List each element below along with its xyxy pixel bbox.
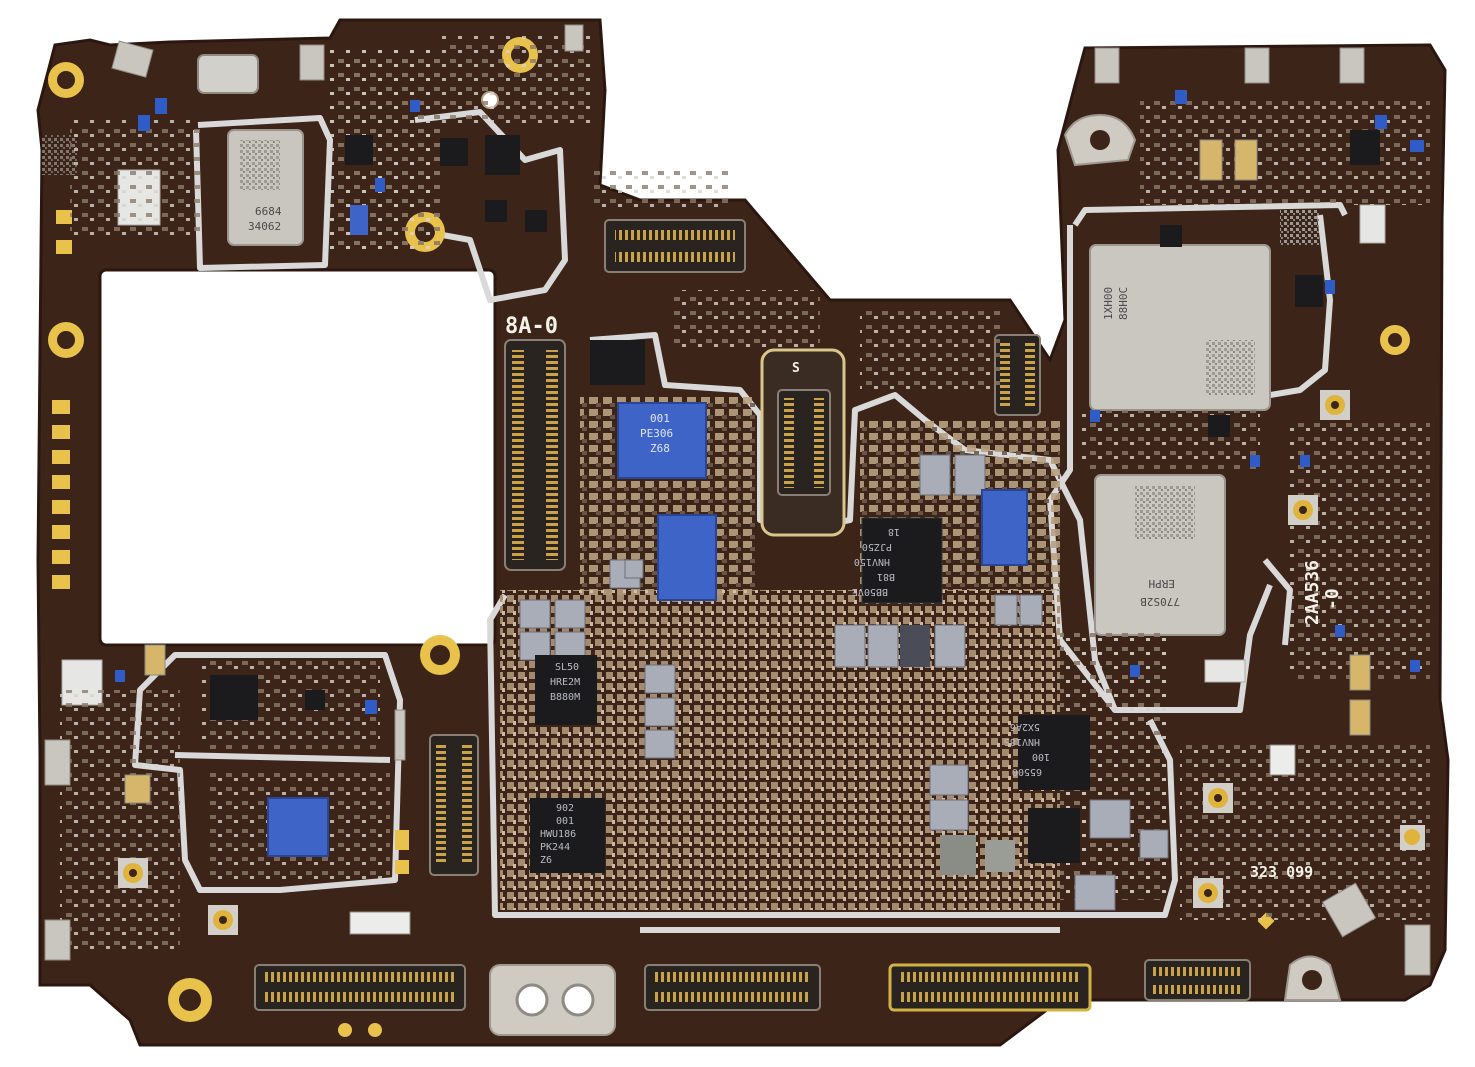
chip-marking: HNV18S (1004, 736, 1040, 747)
connector-s: S (760, 348, 846, 537)
connector-vertical-left (504, 339, 566, 571)
crystal-can (197, 54, 259, 94)
chip-marking: Z68 (650, 442, 670, 455)
chip-marking: HWU186 (540, 829, 576, 840)
chip-marking: 100 (1032, 751, 1050, 762)
shield-module-right-mid: ERPH 770S2B (1094, 474, 1226, 636)
chip-pe306: 001 PE306 Z68 (617, 402, 707, 479)
blue-chip (267, 797, 329, 857)
black-chips-misc (210, 130, 1380, 863)
connector-vertical-lower-left (429, 734, 479, 876)
chip-marking: PE306 (640, 427, 673, 440)
chip-marking: Z6 (540, 855, 552, 866)
chip-hwu186: 902 001 HWU186 PK244 Z6 (530, 798, 605, 873)
shield-module-top-right: 1XH00 88H0C (1089, 244, 1271, 411)
chip-marking: 001 (650, 412, 670, 425)
connector-bottom-1 (254, 964, 466, 1011)
connector-label: S (792, 361, 800, 376)
dark-inductor (985, 840, 1015, 872)
connector-top-center (604, 219, 746, 273)
shield-marking: 34062 (248, 220, 281, 233)
white-component (1204, 659, 1246, 683)
chip-center: 18 PJZ50 HNV150 B81 BB50VE (852, 517, 943, 604)
silkscreen-label-2aa536: 2AA536 (1302, 560, 1323, 625)
chip-marking: 902 (556, 803, 574, 814)
rf-connectors (118, 390, 1425, 935)
chip-marking: 18 (888, 526, 900, 537)
shield-marking: ERPH (1149, 577, 1176, 590)
board-cutout (98, 268, 497, 647)
chip-marking: SL50 (555, 662, 579, 673)
connector-bottom-2 (644, 964, 821, 1011)
chip-marking: HRE2M (550, 677, 580, 688)
blue-chip (657, 514, 717, 601)
chip-marking: B880M (550, 692, 580, 703)
shield-marking: 770S2B (1140, 595, 1180, 608)
shield-marking: 88H0C (1117, 287, 1130, 320)
chip-marking: PK244 (540, 842, 570, 853)
chip-left-mid: SL50 HRE2M B880M (535, 655, 597, 725)
mounting-hole (338, 1023, 352, 1037)
mounting-hole (303, 13, 317, 27)
qr-label (1280, 210, 1320, 245)
dark-inductor (940, 835, 976, 875)
chip-marking: 5X2A6 (1010, 721, 1040, 732)
blue-chip (981, 489, 1028, 566)
chip-marking: BB50VE (852, 586, 888, 597)
silkscreen-label-323: 323 099 (1250, 863, 1313, 881)
connector-bottom-4 (1144, 959, 1251, 1001)
dark-inductor (900, 625, 930, 667)
silkscreen-label-8a0: 8A-0 (505, 314, 558, 339)
blue-passives (115, 90, 1424, 714)
bracket-bottom-center (489, 964, 616, 1036)
inductors (519, 454, 1169, 911)
silver-brackets (489, 113, 1342, 1036)
silkscreen-label-2aa536-suffix: -0 (1322, 588, 1343, 610)
spring-contacts (44, 24, 1431, 976)
connector-small-right (994, 334, 1041, 416)
chip-marking: 001 (556, 816, 574, 827)
chip-marking: 65500 (1012, 766, 1042, 777)
connector-bottom-3 (888, 963, 1092, 1012)
chip-right-low: 5X2A6 HNV18S 100 65500 (1004, 715, 1090, 790)
chip-marking: B81 (877, 571, 895, 582)
white-component (1359, 204, 1386, 244)
shield-module-top-left: 6684 34062 (227, 129, 304, 246)
chip-marking: PJZ50 (862, 541, 892, 552)
blue-chip (350, 205, 368, 235)
mounting-hole (368, 1023, 382, 1037)
shield-marking: 6684 (255, 205, 282, 218)
chip-marking: HNV150 (854, 556, 890, 567)
shield-marking: 1XH00 (1102, 287, 1115, 320)
